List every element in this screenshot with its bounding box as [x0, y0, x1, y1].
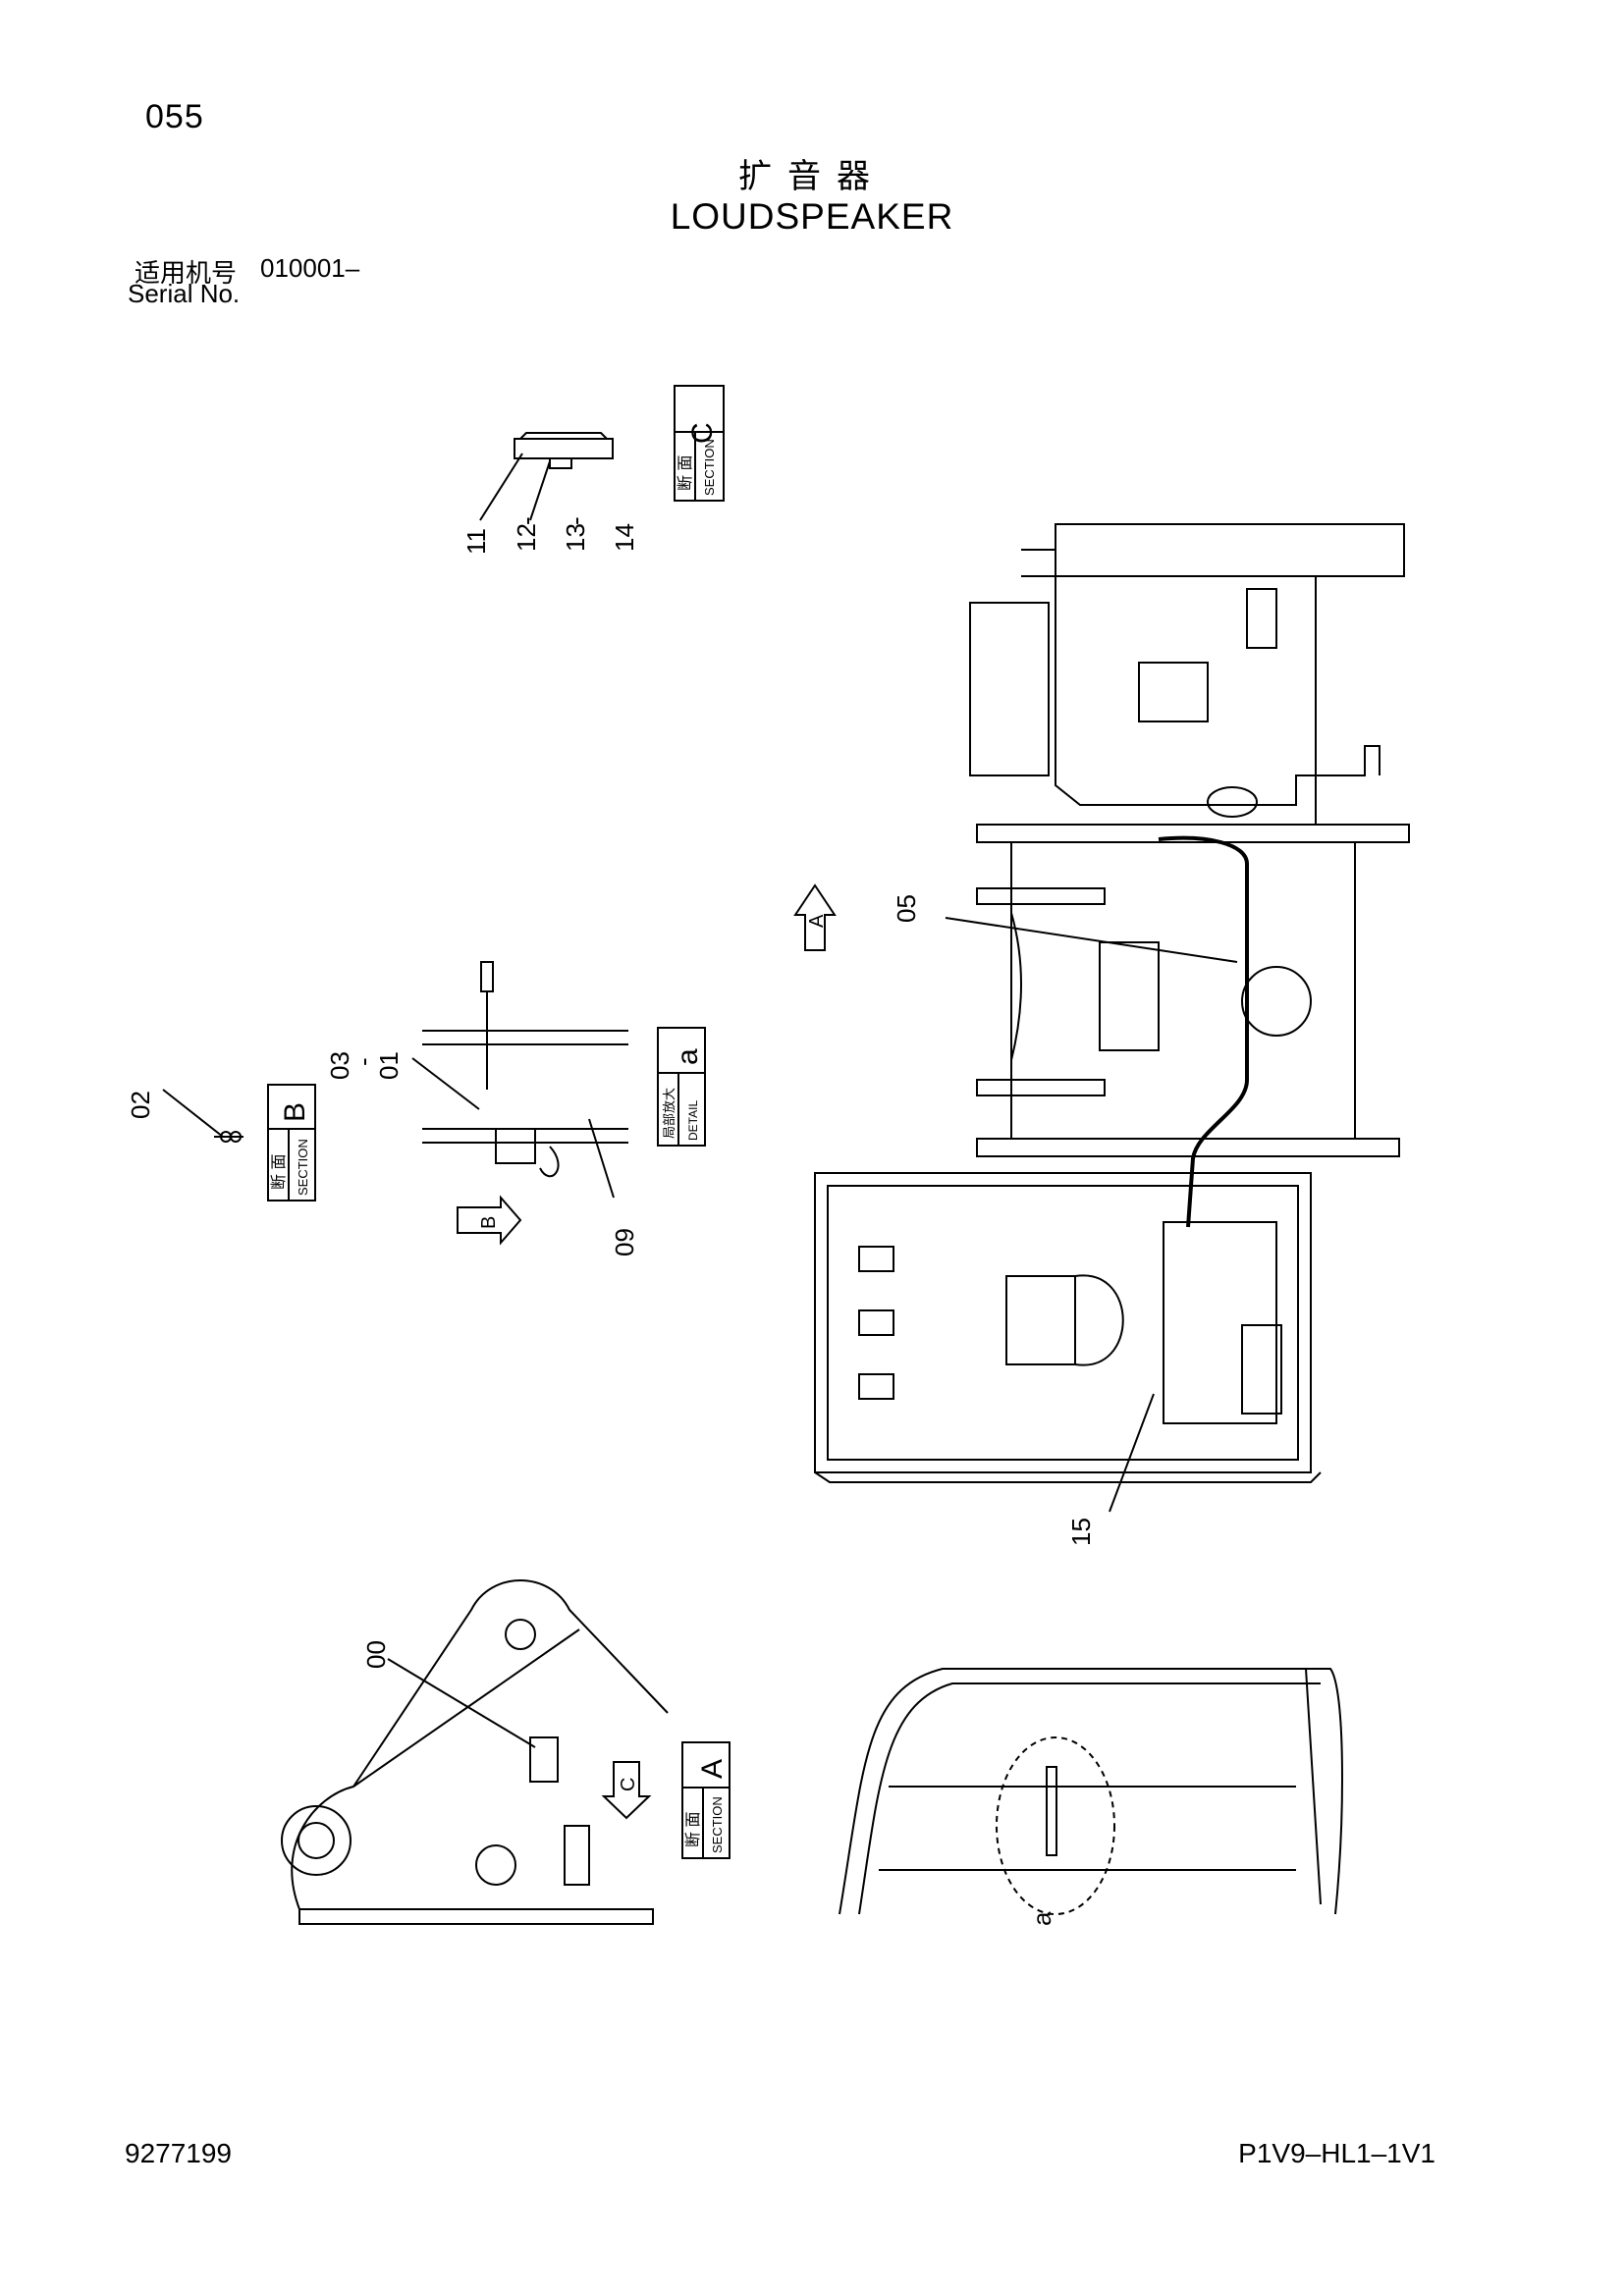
section-c-view [479, 385, 725, 521]
detail-a-circle [996, 1736, 1115, 1915]
section-b-letter: B [279, 1102, 311, 1122]
callout-12: 12 [512, 523, 541, 552]
speaker-mount [549, 457, 572, 469]
leader-00 [387, 1658, 536, 1748]
detail-a-label-box [657, 1027, 706, 1147]
view-arrow-b-letter: B [478, 1216, 500, 1229]
upper-plate [1138, 662, 1209, 722]
speaker-unit-a [529, 1736, 559, 1783]
console-box [1005, 1275, 1076, 1365]
section-a-label-box [681, 1741, 731, 1859]
roof-frame [1055, 523, 1405, 577]
round-opening [1241, 966, 1312, 1037]
leader-01 [411, 1057, 480, 1110]
drawing-code: P1V9–HL1–1V1 [1238, 2138, 1435, 2168]
leader-05 [945, 917, 1238, 963]
leader-15 [1109, 1393, 1155, 1513]
title-english: LOUDSPEAKER [670, 196, 954, 237]
leader-02 [162, 1089, 224, 1138]
callout-14: 14 [610, 523, 639, 552]
radiator-grill [969, 602, 1050, 776]
page-number: 055 [145, 98, 204, 135]
boom-bracket-outline [291, 1579, 669, 1910]
rail-lower [976, 1138, 1400, 1157]
rail-upper [976, 824, 1410, 843]
leader-12 [529, 460, 551, 521]
section-c-label-cn: 断 面 [677, 455, 694, 491]
center-panel [1099, 941, 1160, 1051]
cab-frame-outline [839, 1668, 1343, 1915]
main-plan-view [793, 523, 1410, 1513]
controller-box [1241, 1324, 1282, 1415]
section-a-view [281, 1579, 731, 1925]
speaker-top-part [514, 438, 614, 459]
section-b-view [162, 1084, 316, 1201]
view-arrow-b [457, 1195, 522, 1246]
section-c-label-en: SECTION [702, 439, 717, 496]
callout-03: 03 [325, 1051, 354, 1080]
title-chinese: 扩音器 [738, 158, 886, 195]
callout-11: 11 [461, 528, 491, 555]
callout-01: 01 [374, 1051, 404, 1080]
view-arrow-c-letter: C [618, 1778, 639, 1791]
detail-a-label-cn: 局部放大 [662, 1088, 677, 1139]
view-arrow-c [601, 1761, 652, 1820]
detail-a-label-en: DETAIL [686, 1100, 700, 1141]
section-b-label-box [267, 1084, 316, 1201]
callout-00: 00 [361, 1640, 391, 1669]
section-a-label-cn: 断 面 [684, 1812, 702, 1847]
connector-plug [480, 961, 494, 992]
section-c-label-box [674, 385, 725, 502]
callout-03-dash: - [349, 1057, 378, 1066]
section-a-letter: A [696, 1759, 729, 1779]
callout-09: 09 [610, 1228, 639, 1256]
view-arrow-a-letter: A [806, 914, 828, 928]
section-c-letter: C [686, 422, 719, 444]
section-a-label-en: SECTION [710, 1796, 725, 1853]
serial-label-chinese: 适用机号 [135, 258, 238, 288]
cab-side-view [839, 1668, 1343, 1915]
speaker-top-edge [519, 432, 608, 440]
callout-05: 05 [892, 894, 921, 923]
view-arrow-a [793, 883, 837, 951]
document-number: 9277199 [125, 2138, 233, 2168]
harness-05 [1158, 835, 1249, 1228]
callout-12-dash: - [512, 516, 541, 525]
callout-13: 13 [561, 523, 590, 552]
serial-label-english: Serial No. [128, 279, 241, 308]
detail-a-letter: a [672, 1048, 704, 1065]
callout-15: 15 [1066, 1518, 1096, 1546]
serial-value: 010001– [260, 253, 360, 283]
leader-11 [479, 453, 523, 521]
speaker-bracket [495, 1128, 536, 1164]
section-b-label-en: SECTION [296, 1139, 310, 1196]
leader-09 [588, 1118, 615, 1199]
section-b-label-cn: 断 面 [270, 1154, 288, 1190]
callout-13-dash: - [561, 516, 590, 525]
callout-a: a [1027, 1911, 1056, 1926]
cab-floor-outline [814, 1172, 1312, 1473]
upper-hole [1207, 786, 1258, 818]
callout-02: 02 [126, 1091, 155, 1119]
detail-a-view [411, 961, 706, 1246]
